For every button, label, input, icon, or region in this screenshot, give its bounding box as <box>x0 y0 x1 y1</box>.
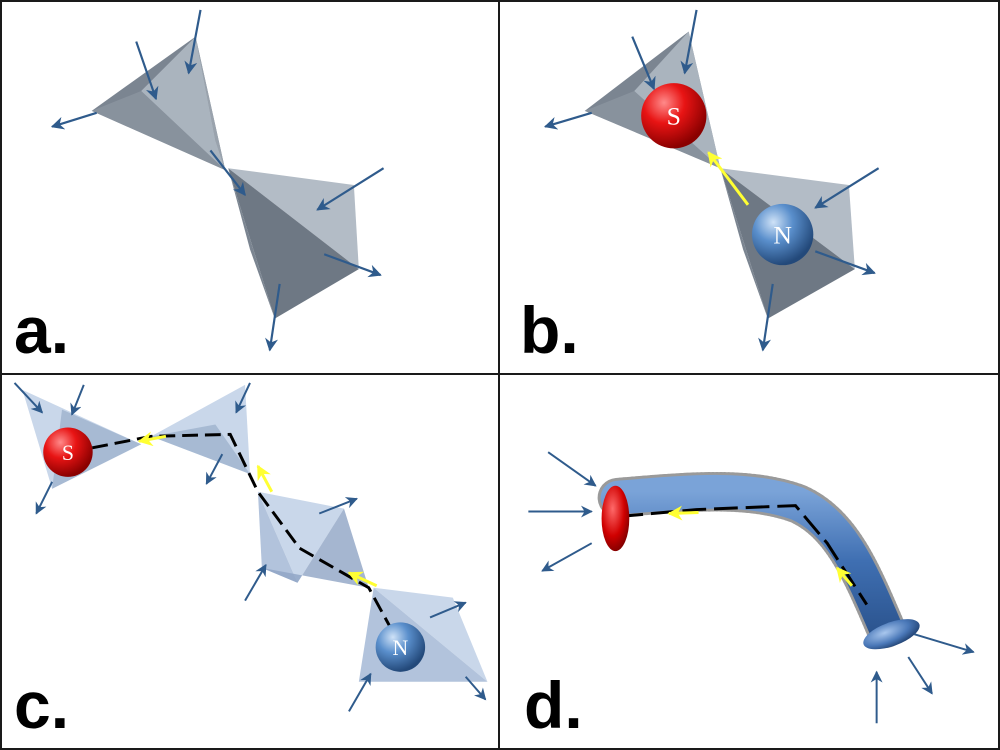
spin-arrows <box>50 9 385 352</box>
south-monopole: S <box>641 83 707 149</box>
north-monopole: N <box>751 203 814 266</box>
panel-label-b: b. <box>520 293 579 367</box>
south-label: S <box>62 441 74 465</box>
panel-label-a: a. <box>14 293 70 367</box>
upper-tetrahedron <box>91 36 226 171</box>
flux-arrow <box>707 151 750 206</box>
spin-arrows <box>13 382 487 712</box>
panel-c: S N c. <box>0 373 500 750</box>
south-end-disk <box>601 485 630 552</box>
panel-label-d: d. <box>524 668 583 742</box>
panel-b: S N b. <box>498 0 1000 375</box>
panel-b-diagram: S N <box>543 9 880 352</box>
lower-tetrahedron <box>228 168 359 319</box>
north-label: N <box>773 220 792 249</box>
panel-a-diagram <box>50 9 385 352</box>
flux-arrows <box>667 505 854 587</box>
south-monopole: S <box>43 427 93 477</box>
south-label: S <box>667 102 681 131</box>
panel-d: d. <box>498 373 1000 750</box>
panel-d-diagram <box>528 451 975 724</box>
panel-c-diagram: S N <box>13 382 488 712</box>
flux-tube <box>600 474 904 648</box>
panel-label-c: c. <box>14 668 70 742</box>
spin-arrows <box>528 451 975 724</box>
panel-a: a. <box>0 0 500 375</box>
flux-arrows <box>137 431 378 588</box>
spin-arrows <box>543 9 880 352</box>
north-monopole: N <box>375 622 426 672</box>
north-label: N <box>393 636 409 660</box>
north-end-disk <box>863 619 920 650</box>
